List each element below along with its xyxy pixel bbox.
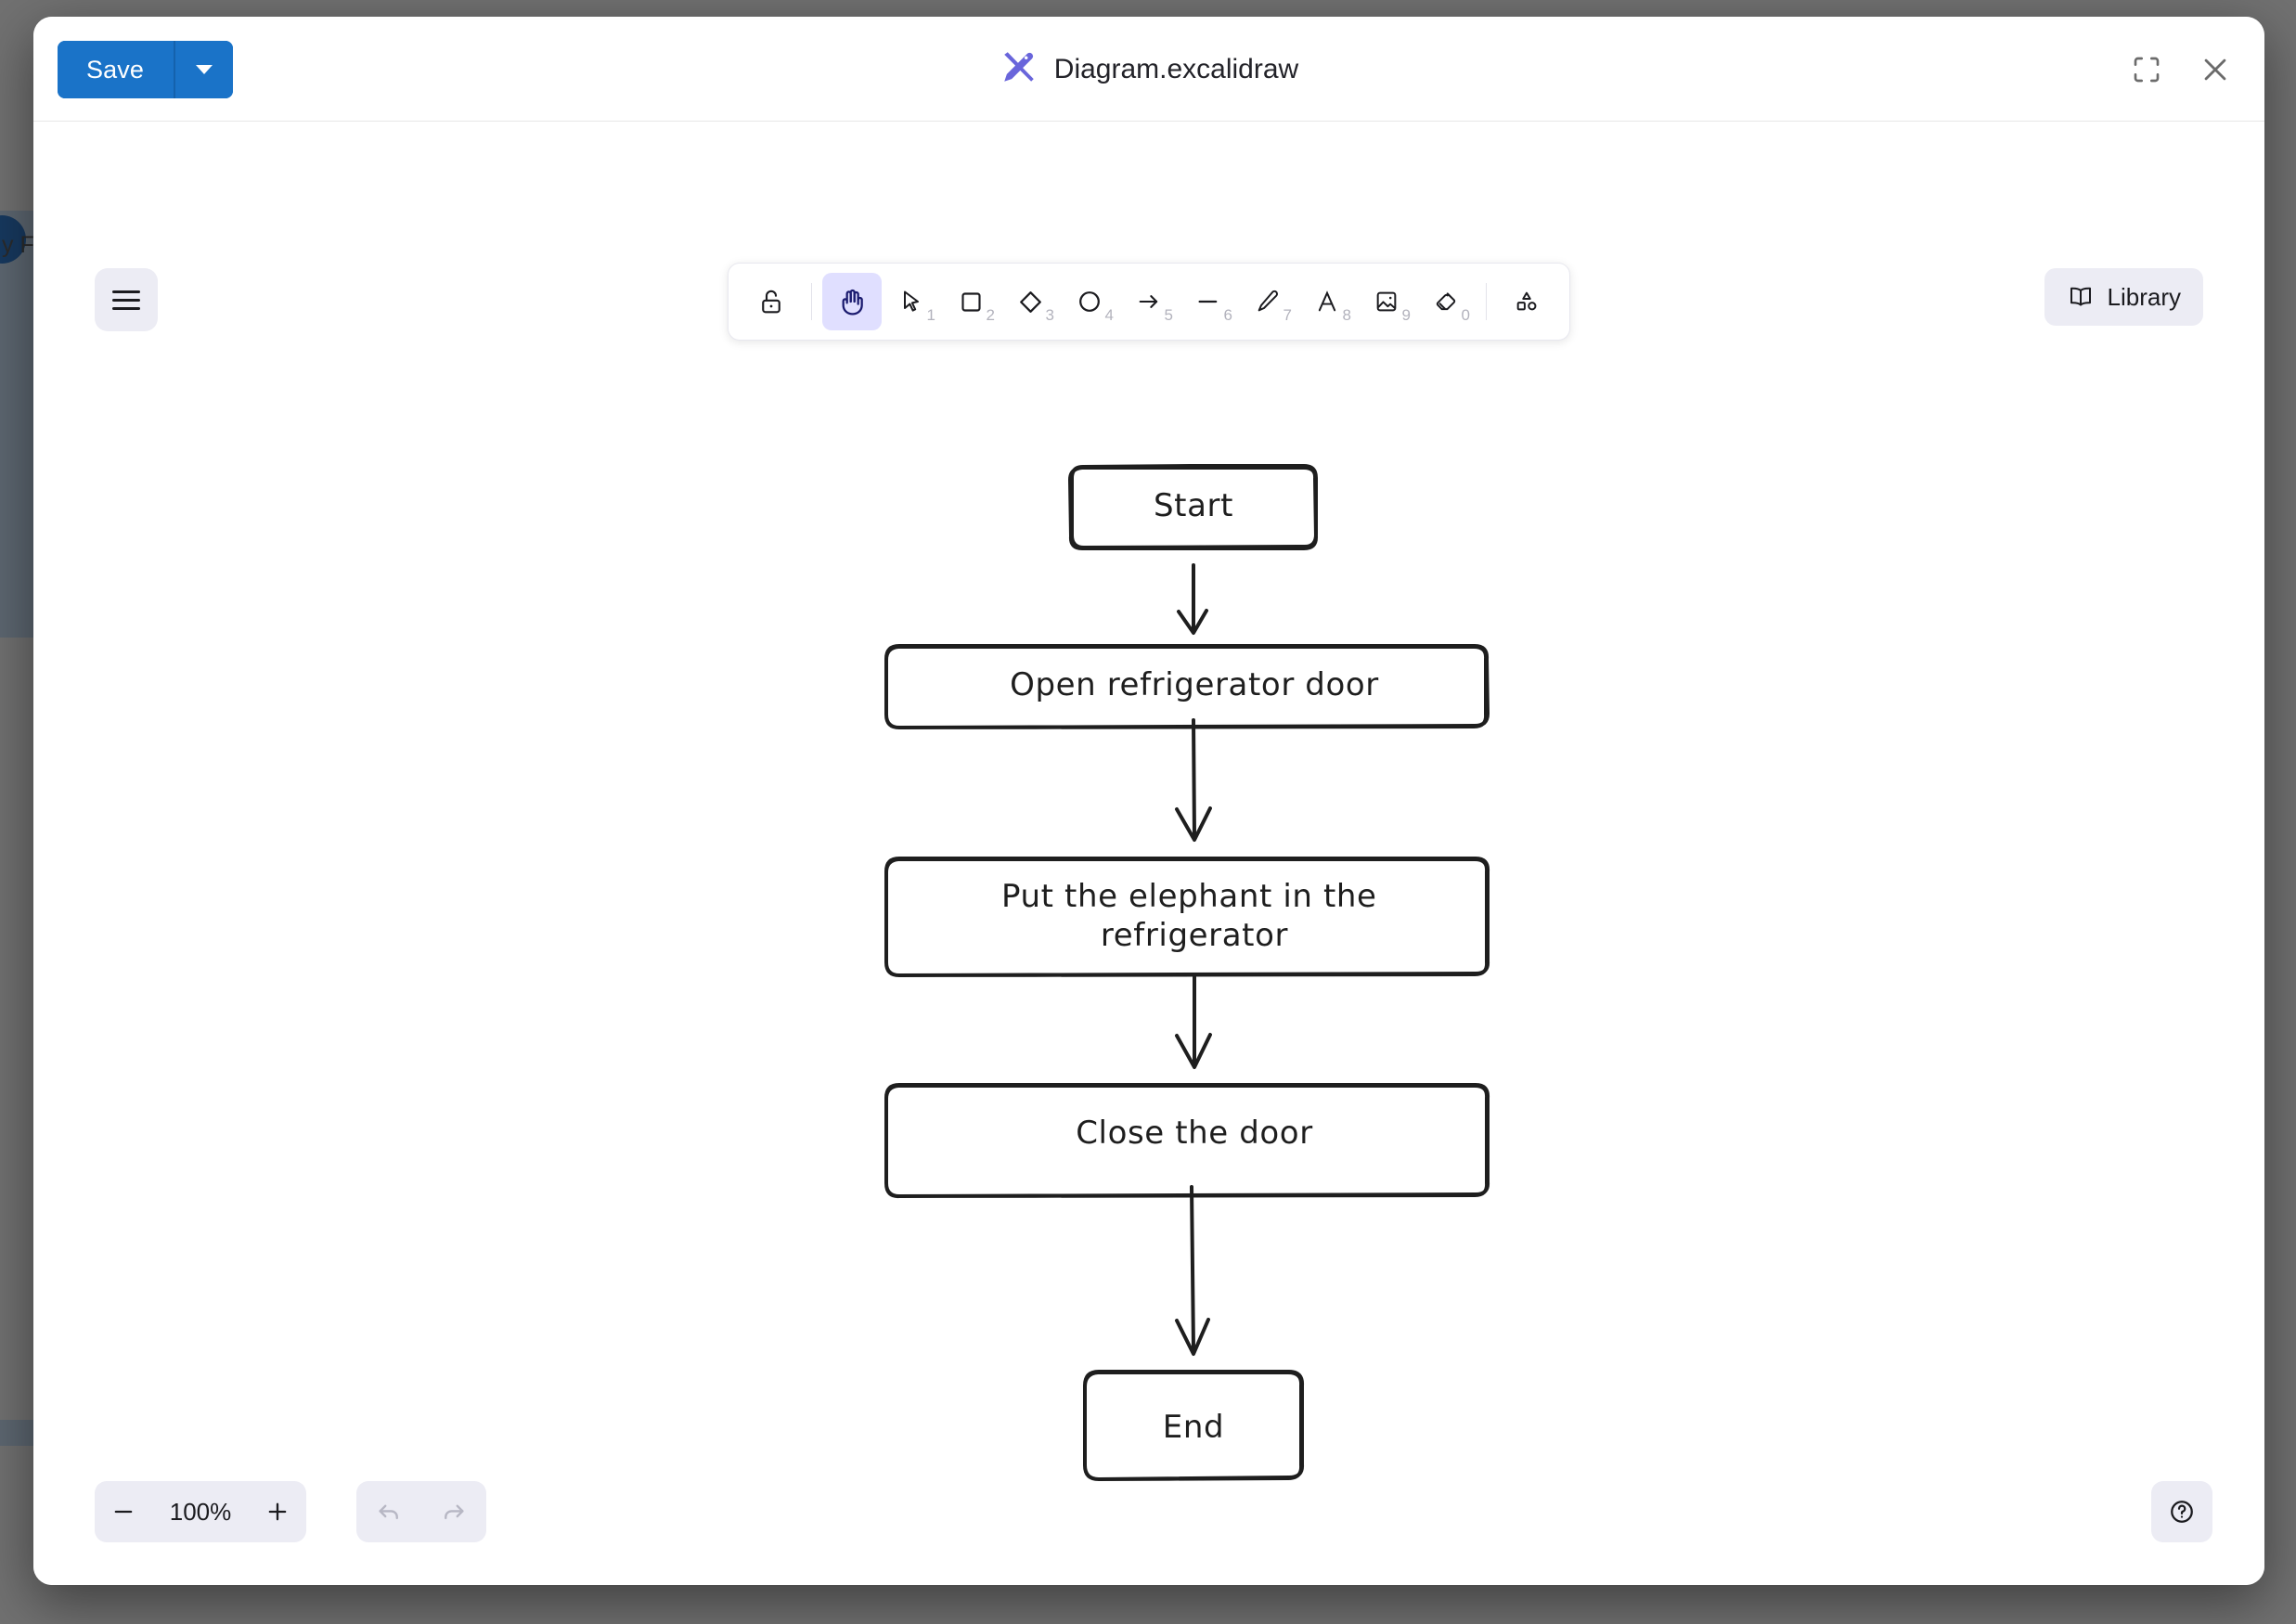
image-icon[interactable]: 9 (1357, 273, 1416, 330)
eraser-shortcut: 0 (1461, 306, 1470, 324)
flowchart-node-end-label: End (1163, 1409, 1224, 1446)
flowchart-edge-close-end (1175, 1185, 1210, 1356)
book-icon (2067, 282, 2095, 313)
draw-shortcut: 7 (1283, 306, 1292, 324)
hand-icon[interactable] (822, 273, 882, 330)
chevron-down-icon (195, 65, 213, 74)
rectangle-shortcut: 2 (986, 306, 995, 324)
eraser-icon[interactable]: 0 (1416, 273, 1476, 330)
zoom-level-value[interactable]: 100% (169, 1497, 232, 1526)
put-line-1: Put the elephant in the (1001, 878, 1377, 915)
fullscreen-icon[interactable] (2123, 46, 2170, 93)
text-shortcut: 8 (1342, 306, 1351, 324)
line-icon[interactable]: 6 (1179, 273, 1238, 330)
library-button-label: Library (2107, 282, 2181, 311)
flowchart-edge-put-close (1175, 975, 1212, 1069)
diamond-shortcut: 3 (1045, 306, 1054, 324)
hamburger-lines (112, 285, 140, 316)
library-button[interactable]: Library (2044, 268, 2203, 326)
window-titlebar: Save Diagram.excalidraw (33, 17, 2264, 122)
draw-icon[interactable]: 7 (1238, 273, 1297, 330)
ellipse-shortcut: 4 (1104, 306, 1114, 324)
flowchart-diagram: Start Open refrigerator door Put the ele… (884, 464, 1490, 1481)
backdrop-partial-text: y F (2, 232, 34, 258)
flowchart-node-put-label: Put the elephant in the refrigerator (1001, 878, 1387, 954)
shapes-icon[interactable] (1497, 273, 1556, 330)
diamond-icon[interactable]: 3 (1000, 273, 1060, 330)
flowchart-node-start (1068, 464, 1318, 550)
excalidraw-canvas[interactable]: 1 2 3 4 (33, 122, 2264, 1585)
flowchart-edge-open-put (1175, 718, 1212, 842)
flowchart-node-open (884, 644, 1490, 729)
arrow-icon[interactable]: 5 (1119, 273, 1179, 330)
line-shortcut: 6 (1223, 306, 1232, 324)
flowchart-node-open-label: Open refrigerator door (1010, 666, 1379, 703)
flowchart-edge-start-open (1177, 563, 1208, 635)
lock-icon[interactable] (742, 273, 801, 330)
window-controls (2123, 17, 2238, 122)
excalidraw-modal-window: Save Diagram.excalidraw (33, 17, 2264, 1585)
save-button-divider (173, 41, 175, 98)
excalidraw-logo-icon (1000, 47, 1038, 91)
window-title: Diagram.excalidraw (1053, 53, 1299, 84)
image-shortcut: 9 (1401, 306, 1411, 324)
save-button[interactable]: Save (58, 41, 174, 98)
toolbar-divider-1 (811, 283, 812, 320)
flowchart-node-close-label: Close the door (1076, 1115, 1313, 1152)
tool-palette: 1 2 3 4 (728, 263, 1570, 341)
rectangle-icon[interactable]: 2 (941, 273, 1000, 330)
put-line-2: refrigerator (1101, 917, 1288, 954)
history-controls (356, 1481, 486, 1542)
zoom-in-button[interactable] (249, 1481, 306, 1542)
text-icon[interactable]: 8 (1297, 273, 1357, 330)
toolbar-divider-2 (1486, 283, 1487, 320)
redo-icon[interactable] (421, 1481, 486, 1542)
flowchart-node-end (1083, 1370, 1305, 1481)
flowchart-node-start-label: Start (1154, 487, 1233, 524)
save-dropdown-button[interactable] (174, 41, 233, 98)
window-title-group: Diagram.excalidraw (33, 17, 2264, 122)
hamburger-menu-icon[interactable] (95, 268, 158, 331)
flowchart-node-close (884, 1083, 1490, 1199)
selection-icon[interactable]: 1 (882, 273, 941, 330)
arrow-shortcut: 5 (1164, 306, 1173, 324)
close-icon[interactable] (2192, 46, 2238, 93)
selection-shortcut: 1 (926, 306, 935, 324)
save-button-group[interactable]: Save (58, 41, 233, 98)
help-circle-icon[interactable] (2151, 1481, 2212, 1542)
ellipse-icon[interactable]: 4 (1060, 273, 1119, 330)
zoom-controls: 100% (95, 1481, 306, 1542)
zoom-out-button[interactable] (95, 1481, 152, 1542)
flowchart-node-put (884, 857, 1490, 977)
undo-icon[interactable] (356, 1481, 421, 1542)
